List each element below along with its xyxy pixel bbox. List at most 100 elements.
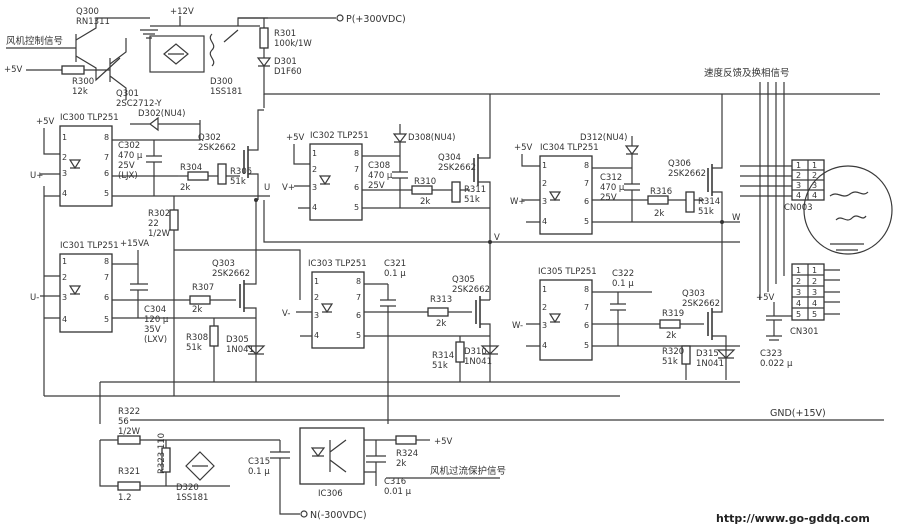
svg-text:1: 1 [542, 161, 547, 170]
r307-resistor [189, 295, 211, 305]
svg-text:6: 6 [104, 169, 109, 178]
q304-ref: Q304 [438, 153, 461, 163]
plus5v-label-cn: +5V [756, 293, 775, 303]
ic301-chip [59, 253, 113, 333]
q300-ref: Q300 [76, 7, 99, 17]
svg-text:1: 1 [812, 161, 817, 170]
q307-part: 2SK2662 [682, 299, 720, 309]
d320-ref: D320 [176, 483, 199, 493]
svg-text:2: 2 [62, 153, 67, 162]
q301-ref: Q301 [116, 89, 139, 99]
svg-text:6: 6 [584, 197, 589, 206]
r305-value: 51k [230, 177, 246, 187]
svg-text:3: 3 [314, 311, 319, 320]
c315-value: 0.1 μ [248, 467, 270, 477]
v-minus-label: V- [282, 309, 290, 319]
q302-part: 2SK2662 [198, 143, 236, 153]
c304-cap: 120 μ [144, 315, 169, 325]
r311-ref: R311 [464, 185, 486, 195]
r310-ref: R310 [414, 177, 436, 187]
svg-text:3: 3 [62, 169, 67, 178]
r321-resistor [117, 481, 141, 491]
svg-text:3: 3 [542, 197, 547, 206]
svg-text:5: 5 [104, 315, 109, 324]
r323-label: R323 110 [157, 433, 167, 474]
svg-text:2: 2 [542, 303, 547, 312]
r313-ref: R313 [430, 295, 452, 305]
d305-part: 1N041 [226, 345, 254, 355]
svg-text:5: 5 [104, 189, 109, 198]
ic306-label: IC306 [318, 489, 343, 499]
v-node-label: V [494, 233, 500, 243]
ic304-label: IC304 TLP251 [540, 143, 599, 153]
r314a-resistor [455, 341, 465, 363]
d320-part: 1SS181 [176, 493, 208, 503]
cn301-label: CN301 [790, 327, 819, 337]
c322-value: 0.1 μ [612, 279, 634, 289]
svg-text:8: 8 [356, 277, 361, 286]
r302-value: 22 [148, 219, 159, 229]
r314a-value: 51k [432, 361, 448, 371]
ic303-chip [311, 271, 365, 349]
d315-ref: D315 [696, 349, 719, 359]
svg-text:8: 8 [354, 149, 359, 158]
r316-value: 2k [654, 209, 664, 219]
r310-value: 2k [420, 197, 430, 207]
c304-type: (LXV) [144, 335, 167, 345]
ic300-u-plus-driver: +5V IC300 TLP251 12 34 87 65 U+ C302 470… [30, 109, 270, 230]
q305-ref: Q305 [452, 275, 475, 285]
r302-ref: R302 [148, 209, 170, 219]
plus5v-label-3: +5V [286, 133, 305, 143]
svg-text:4: 4 [62, 189, 67, 198]
r301-resistor [259, 27, 269, 49]
svg-text:7: 7 [354, 165, 359, 174]
d308-label: D308(NU4) [408, 133, 455, 143]
ic302-label: IC302 TLP251 [310, 131, 369, 141]
svg-text:7: 7 [584, 303, 589, 312]
svg-text:1: 1 [62, 133, 67, 142]
r302-section: R302 22 1/2W [148, 196, 179, 396]
cn003-label: CN003 [784, 203, 813, 213]
ic302-v-plus-driver: +5V IC302 TLP251 12 34 87 65 V+ D308(NU4… [282, 108, 500, 300]
svg-text:1: 1 [796, 266, 801, 275]
r311-value: 51k [464, 195, 480, 205]
power-rails: GND(+15V) [43, 94, 884, 424]
svg-text:6: 6 [354, 183, 359, 192]
d305-ref: D305 [226, 335, 249, 345]
v-plus-label: V+ [282, 183, 295, 193]
svg-text:8: 8 [104, 133, 109, 142]
r322-value: 56 [118, 417, 129, 427]
svg-text:7: 7 [356, 293, 361, 302]
r322-power: 1/2W [118, 427, 141, 437]
speed-feedback-label: 速度反馈及换相信号 [704, 67, 790, 79]
plus15va-label: +15VA [120, 239, 149, 249]
svg-text:2: 2 [796, 171, 801, 180]
r307-value: 2k [192, 305, 202, 315]
svg-text:4: 4 [812, 191, 817, 200]
svg-text:6: 6 [356, 311, 361, 320]
fan-control-section: 风机控制信号 Q300 RN1311 +5V R300 12k Q301 2SC… [4, 7, 880, 109]
r322-resistor [117, 435, 141, 445]
bridge-box [149, 35, 205, 73]
r322-ref: R322 [118, 407, 140, 417]
c304-volt: 35V [144, 325, 161, 335]
r308-value: 51k [186, 343, 202, 353]
svg-text:5: 5 [356, 331, 361, 340]
svg-text:7: 7 [104, 273, 109, 282]
svg-text:8: 8 [104, 257, 109, 266]
r304-resistor [187, 171, 209, 181]
w-node-label: W [732, 213, 741, 223]
q307-ref: Q303 [682, 289, 705, 299]
q303-ref: Q303 [212, 259, 235, 269]
ic304-w-plus-driver: +5V IC304 TLP251 12 34 87 65 W+ D312(NU4… [510, 94, 741, 235]
c302-type: (LJX) [118, 171, 138, 181]
r324-value: 2k [396, 459, 406, 469]
svg-text:6: 6 [104, 293, 109, 302]
d300-ref: D300 [210, 77, 233, 87]
svg-text:2: 2 [312, 165, 317, 174]
q303-part: 2SK2662 [212, 269, 250, 279]
p-plus-300vdc-label: P(+300VDC) [346, 14, 406, 25]
r314b-resistor [685, 191, 695, 213]
ic304-chip [539, 155, 593, 235]
